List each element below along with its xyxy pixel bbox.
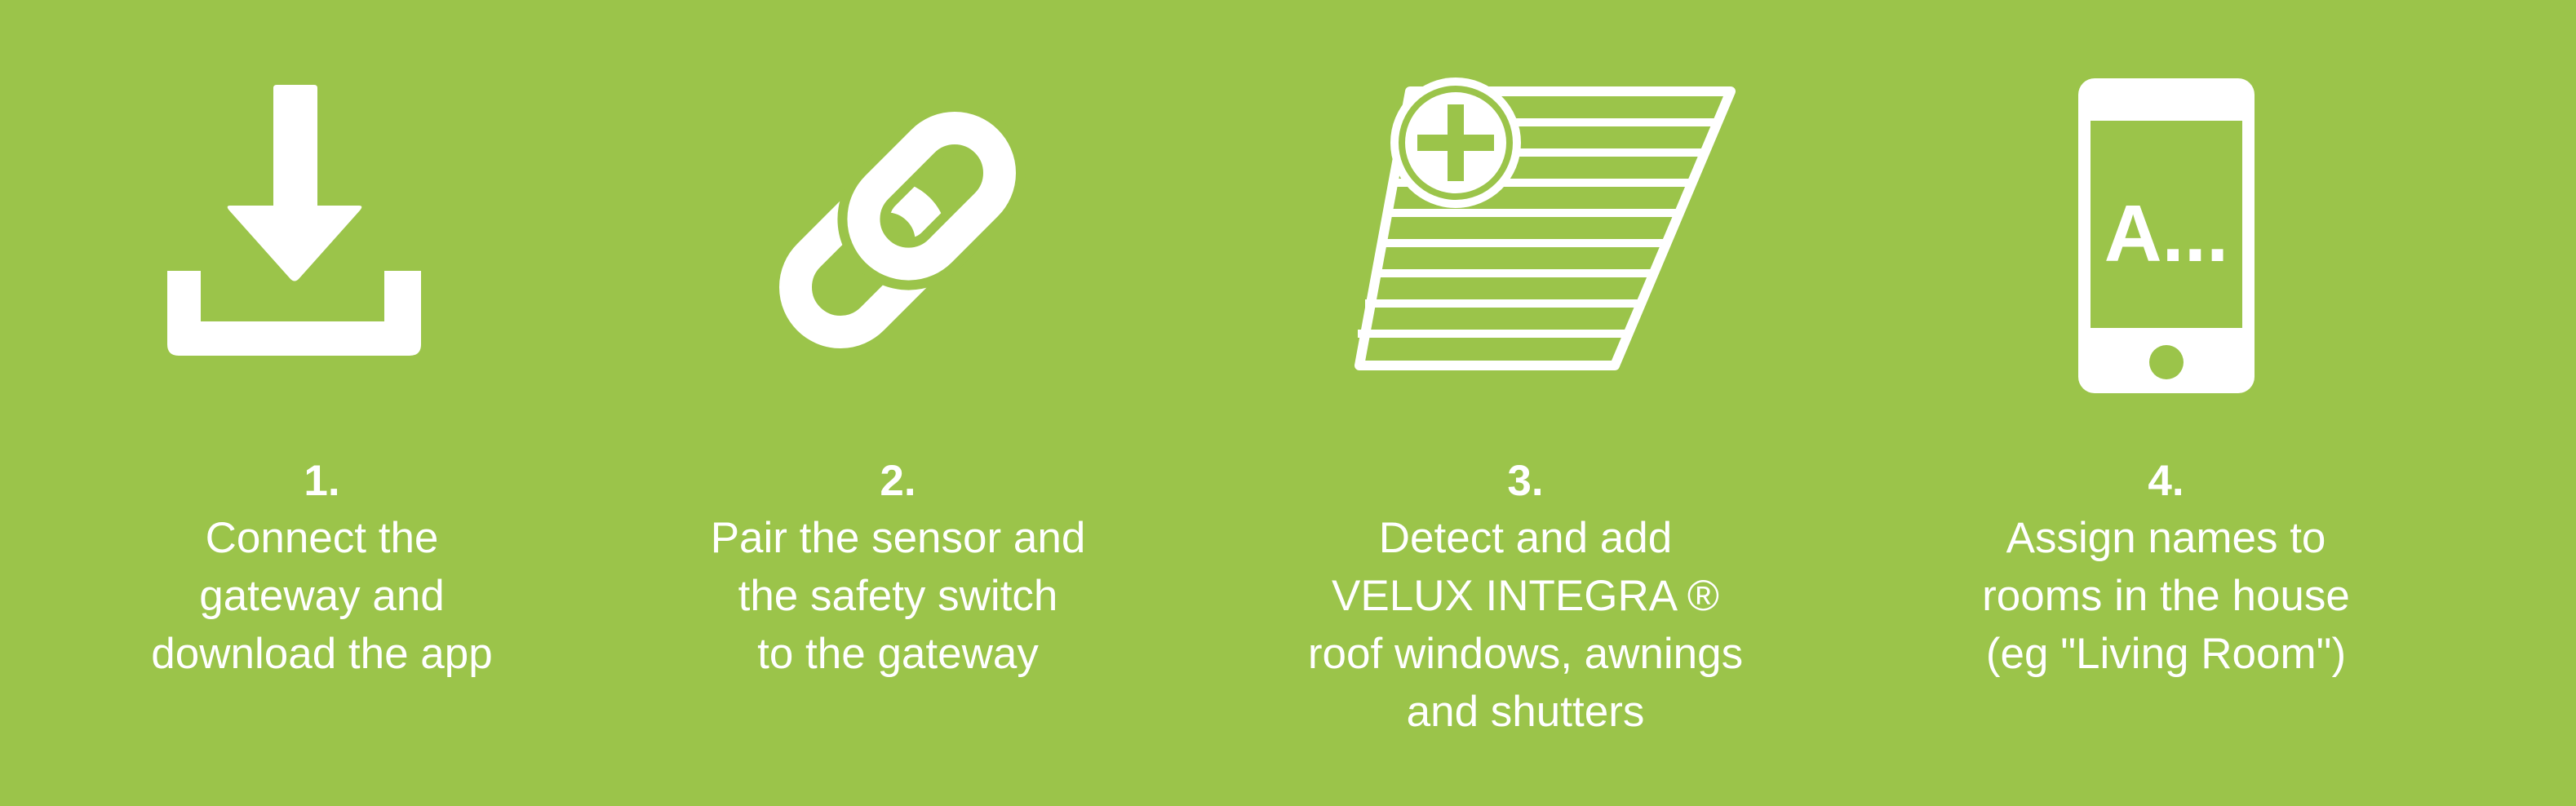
step-number: 4. bbox=[2148, 457, 2184, 505]
step-1: 1. Connect the gateway and download the … bbox=[0, 0, 644, 806]
step-description-line: gateway and bbox=[199, 572, 445, 620]
step-2: 2. Pair the sensor and the safety switch… bbox=[576, 0, 1220, 806]
smartphone-icon: A... bbox=[2078, 78, 2255, 393]
step-description-line: Detect and add bbox=[1378, 514, 1673, 562]
step-description-line: to the gateway bbox=[757, 630, 1039, 678]
step-description-line: (eg "Living Room") bbox=[1985, 630, 2347, 678]
smartphone-screen-text: A... bbox=[2104, 188, 2228, 278]
step-description: Assign names to rooms in the house (eg "… bbox=[1844, 509, 2488, 683]
add-blinds-icon bbox=[1355, 78, 1736, 370]
step-description: Detect and add VELUX INTEGRA ® roof wind… bbox=[1204, 509, 1847, 741]
step-description-line: the safety switch bbox=[738, 572, 1058, 620]
step-number: 1. bbox=[304, 457, 340, 505]
step-number: 3. bbox=[1507, 457, 1544, 505]
link-icon bbox=[778, 101, 1026, 349]
step-description-line: roof windows, awnings bbox=[1307, 630, 1744, 678]
step-description-line: Pair the sensor and bbox=[710, 514, 1086, 562]
step-description-line: Connect the bbox=[205, 514, 439, 562]
step-description: Connect the gateway and download the app bbox=[0, 509, 644, 683]
step-description-line: download the app bbox=[151, 630, 493, 678]
download-icon bbox=[167, 85, 421, 356]
step-description-line: rooms in the house bbox=[1982, 572, 2350, 620]
step-description: Pair the sensor and the safety switch to… bbox=[576, 509, 1220, 683]
step-number: 2. bbox=[880, 457, 916, 505]
step-description-line: and shutters bbox=[1406, 688, 1645, 736]
step-3: 3. Detect and add VELUX INTEGRA ® roof w… bbox=[1204, 0, 1847, 806]
step-description-line: VELUX INTEGRA ® bbox=[1332, 572, 1719, 620]
step-4: A... 4. Assign names to rooms in the hou… bbox=[1844, 0, 2488, 806]
step-description-line: Assign names to bbox=[2006, 514, 2326, 562]
